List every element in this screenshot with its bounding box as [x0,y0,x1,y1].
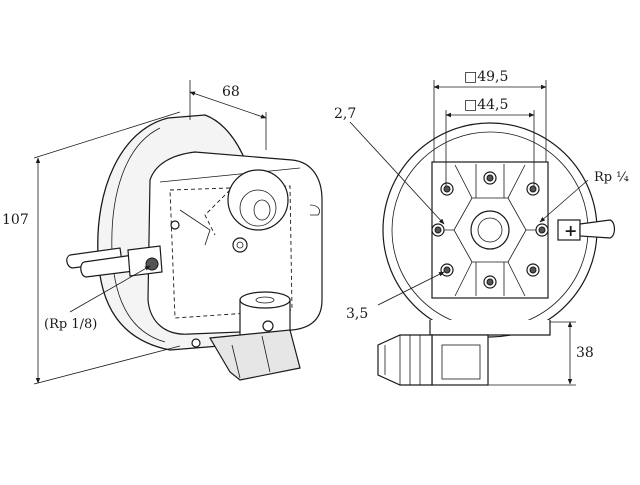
dimension-height: 107 [2,111,181,385]
inner-square-label: □44,5 [464,97,508,113]
cover-screw [170,220,180,230]
front-view: + [377,122,616,386]
connector-height-label: 38 [576,345,594,361]
adjustment-knob [227,169,289,231]
callout-port-thread: (Rp 1/8) [44,265,151,332]
height-label: 107 [2,212,29,228]
callout-side-port: Rp ¼ [539,170,629,223]
connector-box [431,334,489,386]
port-thread-label: (Rp 1/8) [44,317,97,332]
callout-mount-hole: 3,5 [346,271,445,322]
outer-square-label: □49,5 [464,69,508,85]
side-port-nozzle [579,219,616,239]
dimension-inner-square: □44,5 [445,97,535,186]
port-thread-hole [145,257,159,271]
bolt-circle-label: 2,7 [334,106,356,122]
mount-hole-label: 3,5 [346,306,368,322]
side-port-label: Rp ¼ [594,170,629,185]
mounting-holes [431,171,549,289]
callout-bolt-circle: 2,7 [334,106,445,225]
depth-label: 68 [222,84,240,100]
dimension-depth: 68 [189,80,267,150]
cable-gland [377,334,433,386]
perspective-view [66,114,323,381]
positive-port-symbol: + [564,221,577,240]
adjust-screw [232,237,248,253]
center-bore [470,210,510,250]
dimension-connector-height: 38 [488,321,594,386]
dimension-outer-square: □49,5 [433,69,547,162]
connector-plug [209,329,301,381]
